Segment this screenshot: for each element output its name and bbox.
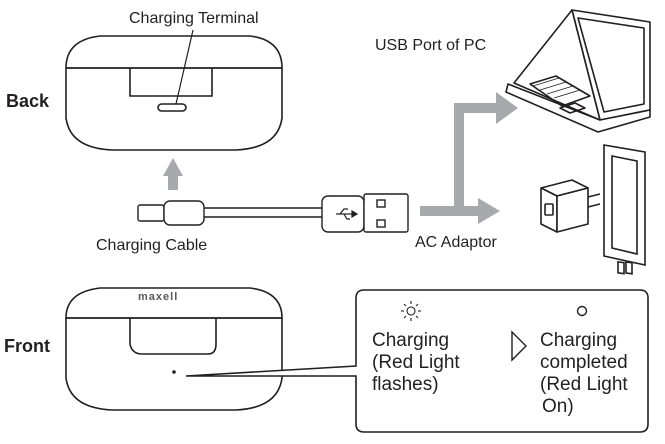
legend-charging-line2: (Red Light bbox=[372, 352, 460, 373]
legend-charging-line1: Charging bbox=[372, 330, 450, 351]
brand-logo: maxell bbox=[138, 291, 179, 303]
gray-arrows bbox=[420, 92, 518, 224]
usb-icon bbox=[336, 208, 359, 220]
laptop-icon bbox=[505, 9, 651, 133]
sun-icon bbox=[401, 301, 421, 321]
wall-outlet-icon bbox=[603, 144, 646, 310]
legend-callout bbox=[185, 289, 649, 433]
led-indicator bbox=[172, 370, 176, 374]
triangle-pointer-icon bbox=[511, 330, 527, 362]
legend-charging-line3: flashes) bbox=[372, 374, 439, 395]
terminal-leader-line bbox=[175, 29, 194, 105]
ac-adaptor-icon bbox=[540, 179, 601, 233]
legend-completed-line4: On) bbox=[542, 396, 574, 417]
front-label: Front bbox=[4, 336, 50, 356]
case-front bbox=[65, 287, 283, 411]
charging-cable bbox=[137, 193, 409, 233]
legend-completed-line3: (Red Light bbox=[540, 374, 628, 395]
charging-cable-label: Charging Cable bbox=[96, 237, 208, 254]
legend-completed-line2: completed bbox=[540, 352, 628, 373]
back-label: Back bbox=[6, 91, 50, 111]
usb-port-label: USB Port of PC bbox=[375, 37, 487, 54]
dot-icon bbox=[576, 305, 588, 317]
up-arrow-icon bbox=[163, 158, 183, 190]
charging-terminal-label: Charging Terminal bbox=[129, 10, 259, 27]
case-back bbox=[65, 35, 283, 151]
legend-completed-line1: Charging bbox=[540, 330, 618, 351]
ac-adaptor-label: AC Adaptor bbox=[415, 234, 497, 251]
